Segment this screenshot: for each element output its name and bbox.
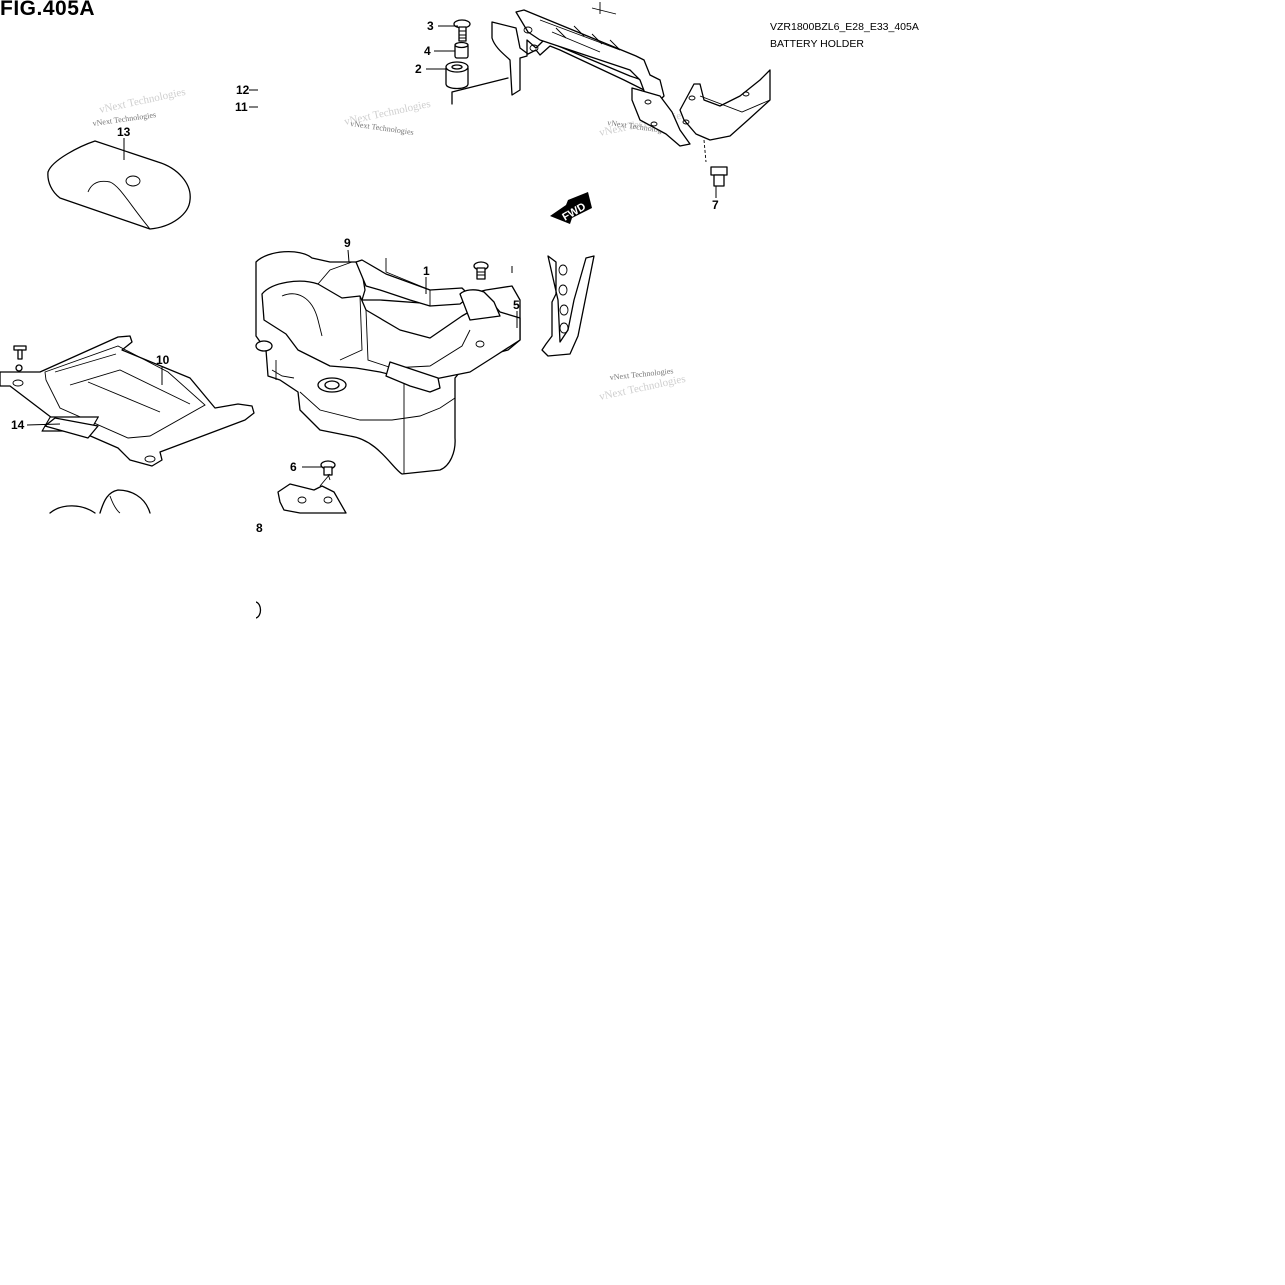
upper-bracket[interactable]: [491, 2, 771, 163]
part-10-tray[interactable]: [0, 335, 255, 467]
callout-5: 5: [513, 298, 520, 312]
section-title: BATTERY HOLDER: [770, 38, 864, 50]
part-7-bolt[interactable]: [710, 166, 728, 187]
part-8-bolt[interactable]: [473, 261, 489, 280]
callout-10: 10: [156, 353, 170, 367]
callouts: 3 4 2 12 11 13 7 9 1 5 10 14 6 8: [11, 19, 719, 535]
bracket-edge: [451, 77, 509, 105]
part-5-side-bracket[interactable]: [541, 255, 595, 357]
callout-11: 11: [235, 100, 248, 114]
callout-12: 12: [236, 83, 250, 97]
fwd-label: FWD: [560, 201, 588, 224]
callout-8: 8: [256, 521, 263, 535]
callout-4: 4: [424, 44, 431, 58]
partial-edge: [255, 601, 262, 619]
leader-lines: [26, 25, 717, 468]
model-code: VZR1800BZL6_E28_E33_405A: [770, 21, 919, 33]
callout-14: 14: [11, 418, 25, 432]
bottom-bracket[interactable]: [277, 473, 347, 514]
part-2-cushion[interactable]: [445, 61, 469, 90]
callout-1: 1: [423, 264, 430, 278]
callout-9: 9: [344, 236, 351, 250]
callout-13: 13: [117, 125, 131, 139]
callout-6: 6: [290, 460, 297, 474]
part-1-battery-holder[interactable]: [255, 250, 521, 475]
part-14-pad[interactable]: [44, 417, 99, 439]
bolt-icon: [13, 345, 27, 372]
figure-title: FIG.405A: [0, 0, 96, 20]
partial-part-left: [49, 489, 151, 514]
part-3-bolt[interactable]: [453, 19, 471, 42]
part-6-bolt[interactable]: [320, 460, 336, 476]
part-4-collar[interactable]: [454, 41, 469, 59]
watermark: vNext Technologies: [350, 119, 415, 137]
crop-mask: [771, 60, 1285, 180]
fwd-badge: FWD: [550, 192, 592, 224]
callout-3: 3: [427, 19, 434, 33]
callout-7: 7: [712, 198, 719, 212]
crop-mask: [0, 514, 256, 1285]
callout-2: 2: [415, 62, 422, 76]
part-13-cover[interactable]: [47, 140, 191, 230]
